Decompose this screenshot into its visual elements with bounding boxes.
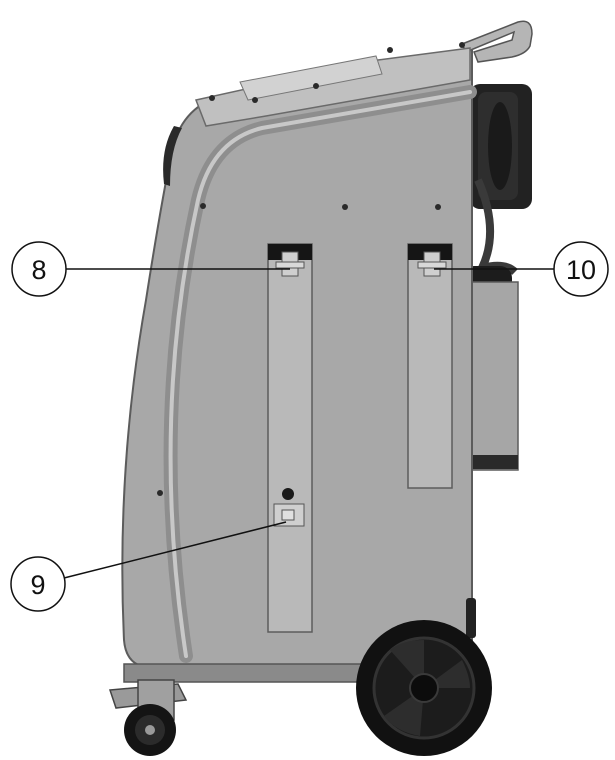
callout-10-label: 10 [566, 255, 596, 285]
top-display-panel [239, 55, 383, 101]
rear-bumper [466, 598, 476, 638]
top-handle [460, 20, 533, 63]
rear-wheel [356, 620, 492, 756]
callout-8-label: 8 [31, 255, 46, 285]
screws [157, 42, 465, 496]
callout-9: 9 [10, 556, 66, 612]
leader-line-9 [63, 521, 287, 579]
rear-tank [462, 266, 519, 471]
lower-hook [273, 488, 305, 527]
cylinder-slot-left [267, 243, 313, 633]
callout-8: 8 [11, 241, 67, 297]
cylinder-slot-right [407, 243, 453, 489]
front-frame-tube-highlight [168, 90, 472, 658]
front-caster-wheel [108, 679, 188, 756]
rear-fan-housing [470, 84, 532, 209]
top-cover [194, 47, 471, 127]
callout-9-label: 9 [30, 570, 45, 600]
front-edge-grip [163, 126, 182, 186]
callout-10: 10 [553, 241, 609, 297]
